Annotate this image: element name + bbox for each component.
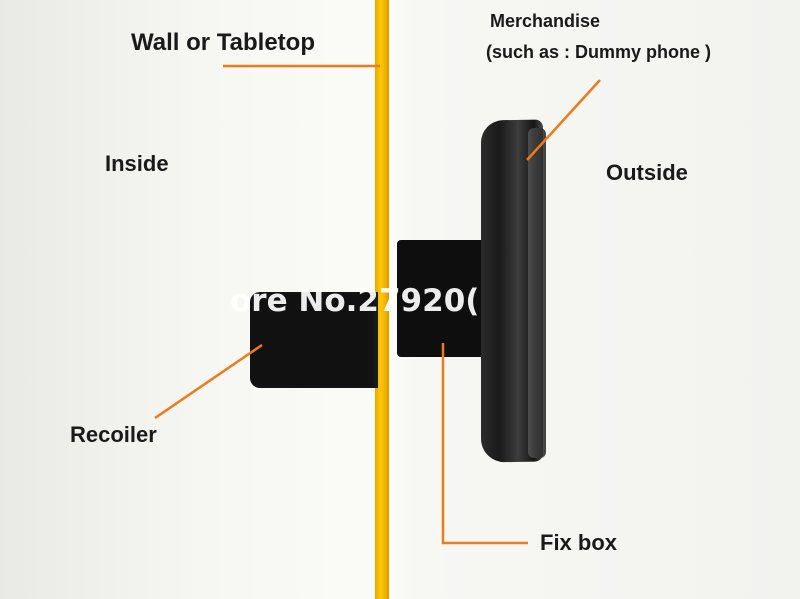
merchandise-example-label: (such as : Dummy phone ) bbox=[486, 42, 712, 62]
outside-label: Outside bbox=[606, 160, 688, 185]
fix-box-label: Fix box bbox=[540, 530, 618, 555]
recoiler-label: Recoiler bbox=[70, 422, 157, 447]
dummy-phone-edge bbox=[528, 128, 546, 458]
inside-label: Inside bbox=[105, 151, 169, 176]
watermark-text: ore No.27920( bbox=[230, 283, 480, 319]
recoiler-shape bbox=[250, 292, 378, 388]
merchandise-label: Merchandise bbox=[490, 11, 601, 31]
merchandise-leader-line bbox=[526, 79, 601, 161]
recoiler-leader-line bbox=[154, 343, 263, 420]
fix-box-leader-line bbox=[441, 343, 528, 545]
wall-label: Wall or Tabletop bbox=[131, 29, 315, 56]
wall-divider bbox=[375, 0, 389, 599]
